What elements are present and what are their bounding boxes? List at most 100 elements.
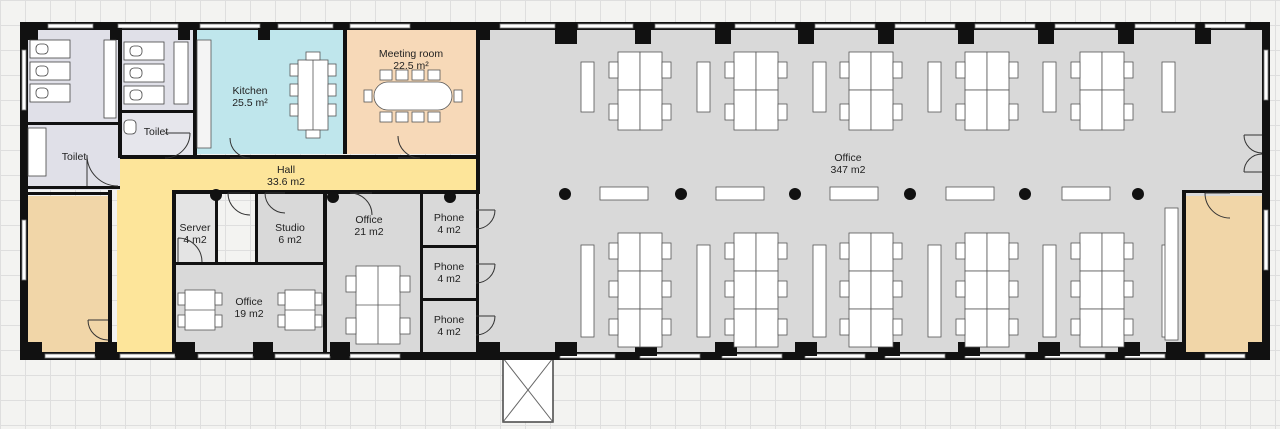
chair bbox=[839, 103, 850, 121]
desk bbox=[1101, 51, 1125, 91]
bench bbox=[829, 186, 879, 201]
room-name: Kitchen bbox=[232, 85, 268, 97]
pillars bbox=[28, 28, 1264, 356]
room-name: Toilet bbox=[61, 151, 87, 163]
desk bbox=[755, 232, 779, 272]
storage-cabinet bbox=[1161, 61, 1176, 113]
room-name: Toilet bbox=[143, 126, 169, 138]
desk bbox=[733, 232, 757, 272]
desk bbox=[755, 51, 779, 91]
room-label-office-347: Office 347 m2 bbox=[830, 152, 865, 176]
chair bbox=[777, 280, 788, 298]
chair bbox=[661, 103, 672, 121]
interior-walls bbox=[25, 30, 1262, 354]
desk bbox=[986, 89, 1010, 131]
phones-floor bbox=[422, 194, 478, 352]
room-area: 25.5 m² bbox=[232, 97, 268, 109]
room-label-meeting-room: Meeting room 22.5 m² bbox=[379, 48, 443, 72]
chair bbox=[955, 280, 966, 298]
chair bbox=[839, 61, 850, 79]
chair bbox=[1008, 280, 1019, 298]
room-label-office-21: Office 21 m2 bbox=[354, 214, 383, 238]
room-label-toilet-right: Toilet bbox=[144, 126, 169, 138]
room-area: 347 m2 bbox=[830, 164, 866, 176]
desk bbox=[1079, 308, 1103, 348]
windows bbox=[21, 23, 1269, 359]
chair bbox=[777, 242, 788, 260]
desk bbox=[848, 232, 872, 272]
desk bbox=[617, 270, 641, 310]
desk bbox=[755, 308, 779, 348]
chair bbox=[724, 318, 735, 336]
desk bbox=[1101, 270, 1125, 310]
desk bbox=[733, 308, 757, 348]
room-area: 19 m2 bbox=[234, 308, 264, 320]
kitchen-furniture bbox=[196, 39, 337, 149]
storage-cabinet bbox=[696, 61, 711, 113]
desk bbox=[639, 232, 663, 272]
toilet-fixtures bbox=[27, 39, 189, 177]
chair bbox=[892, 103, 903, 121]
storage-cabinet bbox=[580, 244, 595, 338]
desk bbox=[870, 89, 894, 131]
desk bbox=[986, 51, 1010, 91]
chair bbox=[839, 280, 850, 298]
room-label-phone-1: Phone 4 m2 bbox=[434, 212, 464, 236]
desk bbox=[1079, 51, 1103, 91]
desk bbox=[617, 51, 641, 91]
desk bbox=[1101, 89, 1125, 131]
storage-cabinet bbox=[1042, 61, 1057, 113]
desk bbox=[870, 308, 894, 348]
chair bbox=[1070, 103, 1081, 121]
room-name: Server bbox=[179, 222, 211, 234]
room-area: 4 m2 bbox=[437, 326, 461, 338]
desk bbox=[1101, 308, 1125, 348]
chair bbox=[1123, 103, 1134, 121]
desk bbox=[870, 270, 894, 310]
desk bbox=[1101, 232, 1125, 272]
room-name: Phone bbox=[433, 261, 465, 273]
chair bbox=[661, 242, 672, 260]
room-area: 4 m2 bbox=[437, 224, 461, 236]
desk bbox=[986, 232, 1010, 272]
room-label-toilet-left: Toilet bbox=[62, 151, 87, 163]
chair bbox=[1070, 318, 1081, 336]
storage-cabinet bbox=[696, 244, 711, 338]
desk bbox=[848, 270, 872, 310]
chair bbox=[1008, 61, 1019, 79]
desk bbox=[1079, 89, 1103, 131]
room-name: Phone bbox=[433, 314, 465, 326]
studio-floor bbox=[257, 194, 325, 264]
bench bbox=[599, 186, 649, 201]
room-name: Office bbox=[235, 296, 263, 308]
storage-cabinet bbox=[1042, 244, 1057, 338]
room-name: Phone bbox=[433, 212, 465, 224]
storage-cabinet bbox=[812, 61, 827, 113]
desk bbox=[733, 51, 757, 91]
room-area: 33.6 m2 bbox=[267, 176, 305, 188]
chair bbox=[661, 280, 672, 298]
chair bbox=[955, 242, 966, 260]
desk bbox=[964, 270, 988, 310]
chair bbox=[1070, 280, 1081, 298]
desk bbox=[639, 270, 663, 310]
chair bbox=[839, 318, 850, 336]
room-label-office-19: Office 19 m2 bbox=[234, 296, 263, 320]
chair bbox=[608, 280, 619, 298]
chair bbox=[892, 280, 903, 298]
room-name: Office bbox=[355, 214, 383, 226]
chair bbox=[777, 103, 788, 121]
chair bbox=[724, 61, 735, 79]
chair bbox=[955, 318, 966, 336]
desk bbox=[986, 270, 1010, 310]
desk bbox=[639, 308, 663, 348]
server-floor bbox=[175, 194, 217, 264]
room-name: Studio bbox=[275, 222, 305, 234]
desk bbox=[964, 308, 988, 348]
storage-cabinet bbox=[580, 61, 595, 113]
desk bbox=[639, 89, 663, 131]
desk bbox=[870, 232, 894, 272]
desk bbox=[755, 270, 779, 310]
desk bbox=[617, 89, 641, 131]
